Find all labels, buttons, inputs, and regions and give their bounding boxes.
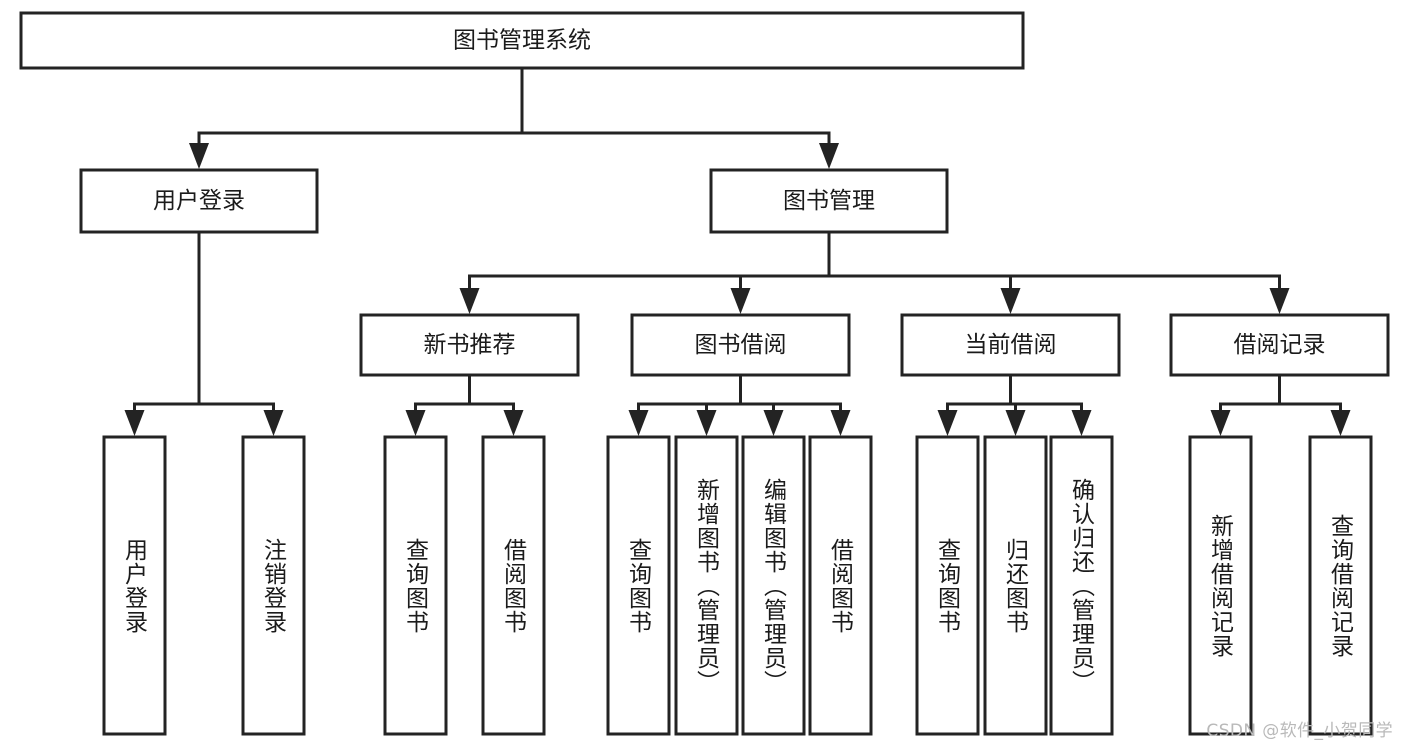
connector-layer <box>124 66 1351 436</box>
arrow-head-icon <box>1071 410 1092 436</box>
node-box <box>674 435 739 736</box>
node-box <box>1188 435 1253 736</box>
node-box <box>606 435 671 736</box>
arrow-head-icon <box>763 410 784 436</box>
node-box <box>741 435 806 736</box>
node-box <box>481 435 546 736</box>
node-box <box>709 168 949 234</box>
node-leaf-record-query[interactable] <box>1308 435 1373 736</box>
node-box <box>79 168 319 234</box>
node-leaf-current-confirm[interactable] <box>1049 435 1114 736</box>
node-leaf-borrow-add[interactable] <box>674 435 739 736</box>
node-current[interactable]: 当前借阅 <box>900 313 1121 377</box>
arrow-head-icon <box>459 288 480 314</box>
node-leaf-current-return[interactable] <box>983 435 1048 736</box>
node-box <box>241 435 306 736</box>
node-newbook[interactable]: 新书推荐 <box>359 313 580 377</box>
node-login[interactable]: 用户登录 <box>79 168 319 234</box>
node-label: 图书管理系统 <box>453 27 591 53</box>
node-bookmgmt[interactable]: 图书管理 <box>709 168 949 234</box>
node-box <box>900 313 1121 377</box>
node-leaf-new-borrow[interactable] <box>481 435 546 736</box>
arrow-head-icon <box>730 288 751 314</box>
node-box <box>808 435 873 736</box>
arrow-head-icon <box>1000 288 1021 314</box>
node-label: 当前借阅 <box>965 331 1057 357</box>
node-leaf-borrow-do[interactable] <box>808 435 873 736</box>
node-leaf-record-add[interactable] <box>1188 435 1253 736</box>
node-box <box>1169 313 1390 377</box>
arrow-head-icon <box>263 410 284 436</box>
arrow-head-icon <box>830 410 851 436</box>
node-leaf-user-login[interactable] <box>102 435 167 736</box>
arrow-head-icon <box>1269 288 1290 314</box>
node-leaf-borrow-query[interactable] <box>606 435 671 736</box>
arrow-head-icon <box>819 143 839 169</box>
node-box <box>630 313 851 377</box>
arrow-head-icon <box>405 410 426 436</box>
node-leaf-new-query[interactable] <box>383 435 448 736</box>
node-label: 图书管理 <box>783 187 875 213</box>
arrow-head-icon <box>696 410 717 436</box>
node-leaf-borrow-edit[interactable] <box>741 435 806 736</box>
node-box <box>359 313 580 377</box>
node-label: 用户登录 <box>153 187 245 213</box>
node-label: 新书推荐 <box>424 331 516 357</box>
arrow-head-icon <box>628 410 649 436</box>
node-box <box>19 11 1025 70</box>
arrow-head-icon <box>189 143 209 169</box>
node-box <box>1308 435 1373 736</box>
arrow-head-icon <box>1210 410 1231 436</box>
node-box <box>383 435 448 736</box>
node-borrow[interactable]: 图书借阅 <box>630 313 851 377</box>
node-leaf-current-query[interactable] <box>915 435 980 736</box>
arrow-head-icon <box>124 410 145 436</box>
node-label: 图书借阅 <box>695 331 787 357</box>
node-box <box>915 435 980 736</box>
node-box <box>1049 435 1114 736</box>
node-records[interactable]: 借阅记录 <box>1169 313 1390 377</box>
node-box <box>102 435 167 736</box>
arrow-head-icon <box>937 410 958 436</box>
csdn-watermark: CSDN @软件_小贺同学 <box>1206 721 1393 741</box>
node-leaf-user-logout[interactable] <box>241 435 306 736</box>
arrow-head-icon <box>1330 410 1351 436</box>
arrow-head-icon <box>503 410 524 436</box>
node-root[interactable]: 图书管理系统 <box>19 11 1025 70</box>
node-label: 借阅记录 <box>1234 331 1326 357</box>
node-box <box>983 435 1048 736</box>
arrow-head-icon <box>1005 410 1026 436</box>
